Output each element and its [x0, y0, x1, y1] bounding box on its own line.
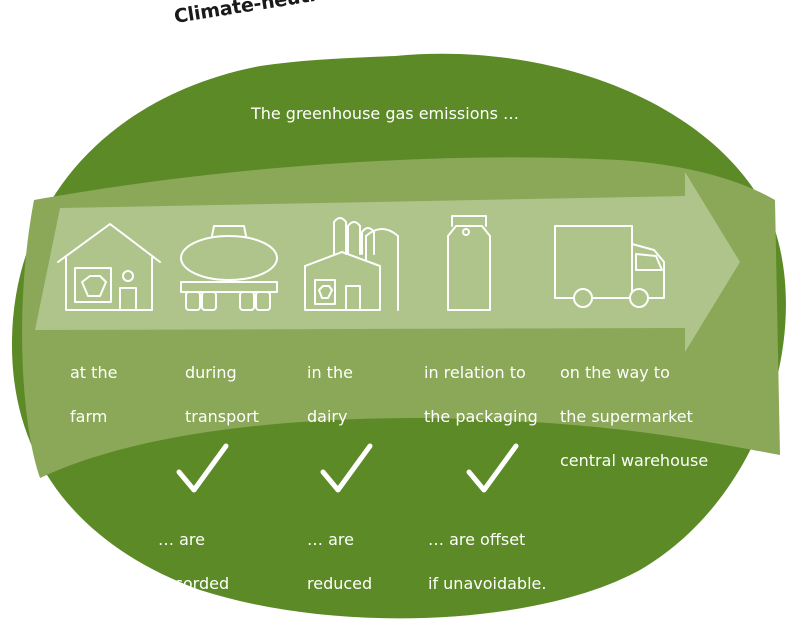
outcome-label-line: recorded: [158, 574, 230, 593]
dairy-plant-icon: [304, 217, 399, 311]
stage-label-transport: during transport: [185, 340, 259, 450]
checkmark-icon: [176, 443, 229, 493]
headline: The greenhouse gas emissions …: [250, 104, 520, 123]
stage-label-line: in relation to: [424, 363, 526, 382]
stage-label-warehouse: on the way to the supermarket central wa…: [560, 340, 708, 494]
delivery-truck-icon: [554, 225, 665, 308]
outcome-label-line: if unavoidable.: [428, 574, 547, 593]
stage-label-packaging: in relation to the packaging: [424, 340, 538, 450]
stage-label-line: on the way to: [560, 363, 670, 382]
outcome-label-offset: … are offset if unavoidable.: [428, 507, 546, 617]
outcome-label-line: … are: [307, 530, 354, 549]
stage-label-line: the supermarket: [560, 407, 693, 426]
process-arrow: [35, 172, 740, 352]
stage-label-line: transport: [185, 407, 259, 426]
outcome-label-line: … are: [158, 530, 205, 549]
stage-label-line: farm: [70, 407, 108, 426]
outcome-label-line: … are offset: [428, 530, 526, 549]
stage-label-line: central warehouse: [560, 451, 709, 470]
stage-label-line: at the: [70, 363, 118, 382]
outcome-label-recorded: … are recorded: [158, 507, 229, 617]
stage-label-dairy: in the dairy: [307, 340, 353, 450]
checkmark-icon: [466, 443, 519, 493]
stage-label-line: dairy: [307, 407, 348, 426]
stage-label-line: in the: [307, 363, 353, 382]
stage-label-line: the packaging: [424, 407, 538, 426]
outcome-label-reduced: … are reduced: [307, 507, 372, 617]
outcome-label-line: reduced: [307, 574, 373, 593]
milk-carton-icon: [447, 215, 491, 311]
checkmark-icon: [320, 443, 373, 493]
stage-label-farm: at the farm: [70, 340, 117, 450]
tanker-truck-icon: [180, 225, 278, 311]
farm-house-icon: [57, 223, 161, 311]
stage-label-line: during: [185, 363, 237, 382]
